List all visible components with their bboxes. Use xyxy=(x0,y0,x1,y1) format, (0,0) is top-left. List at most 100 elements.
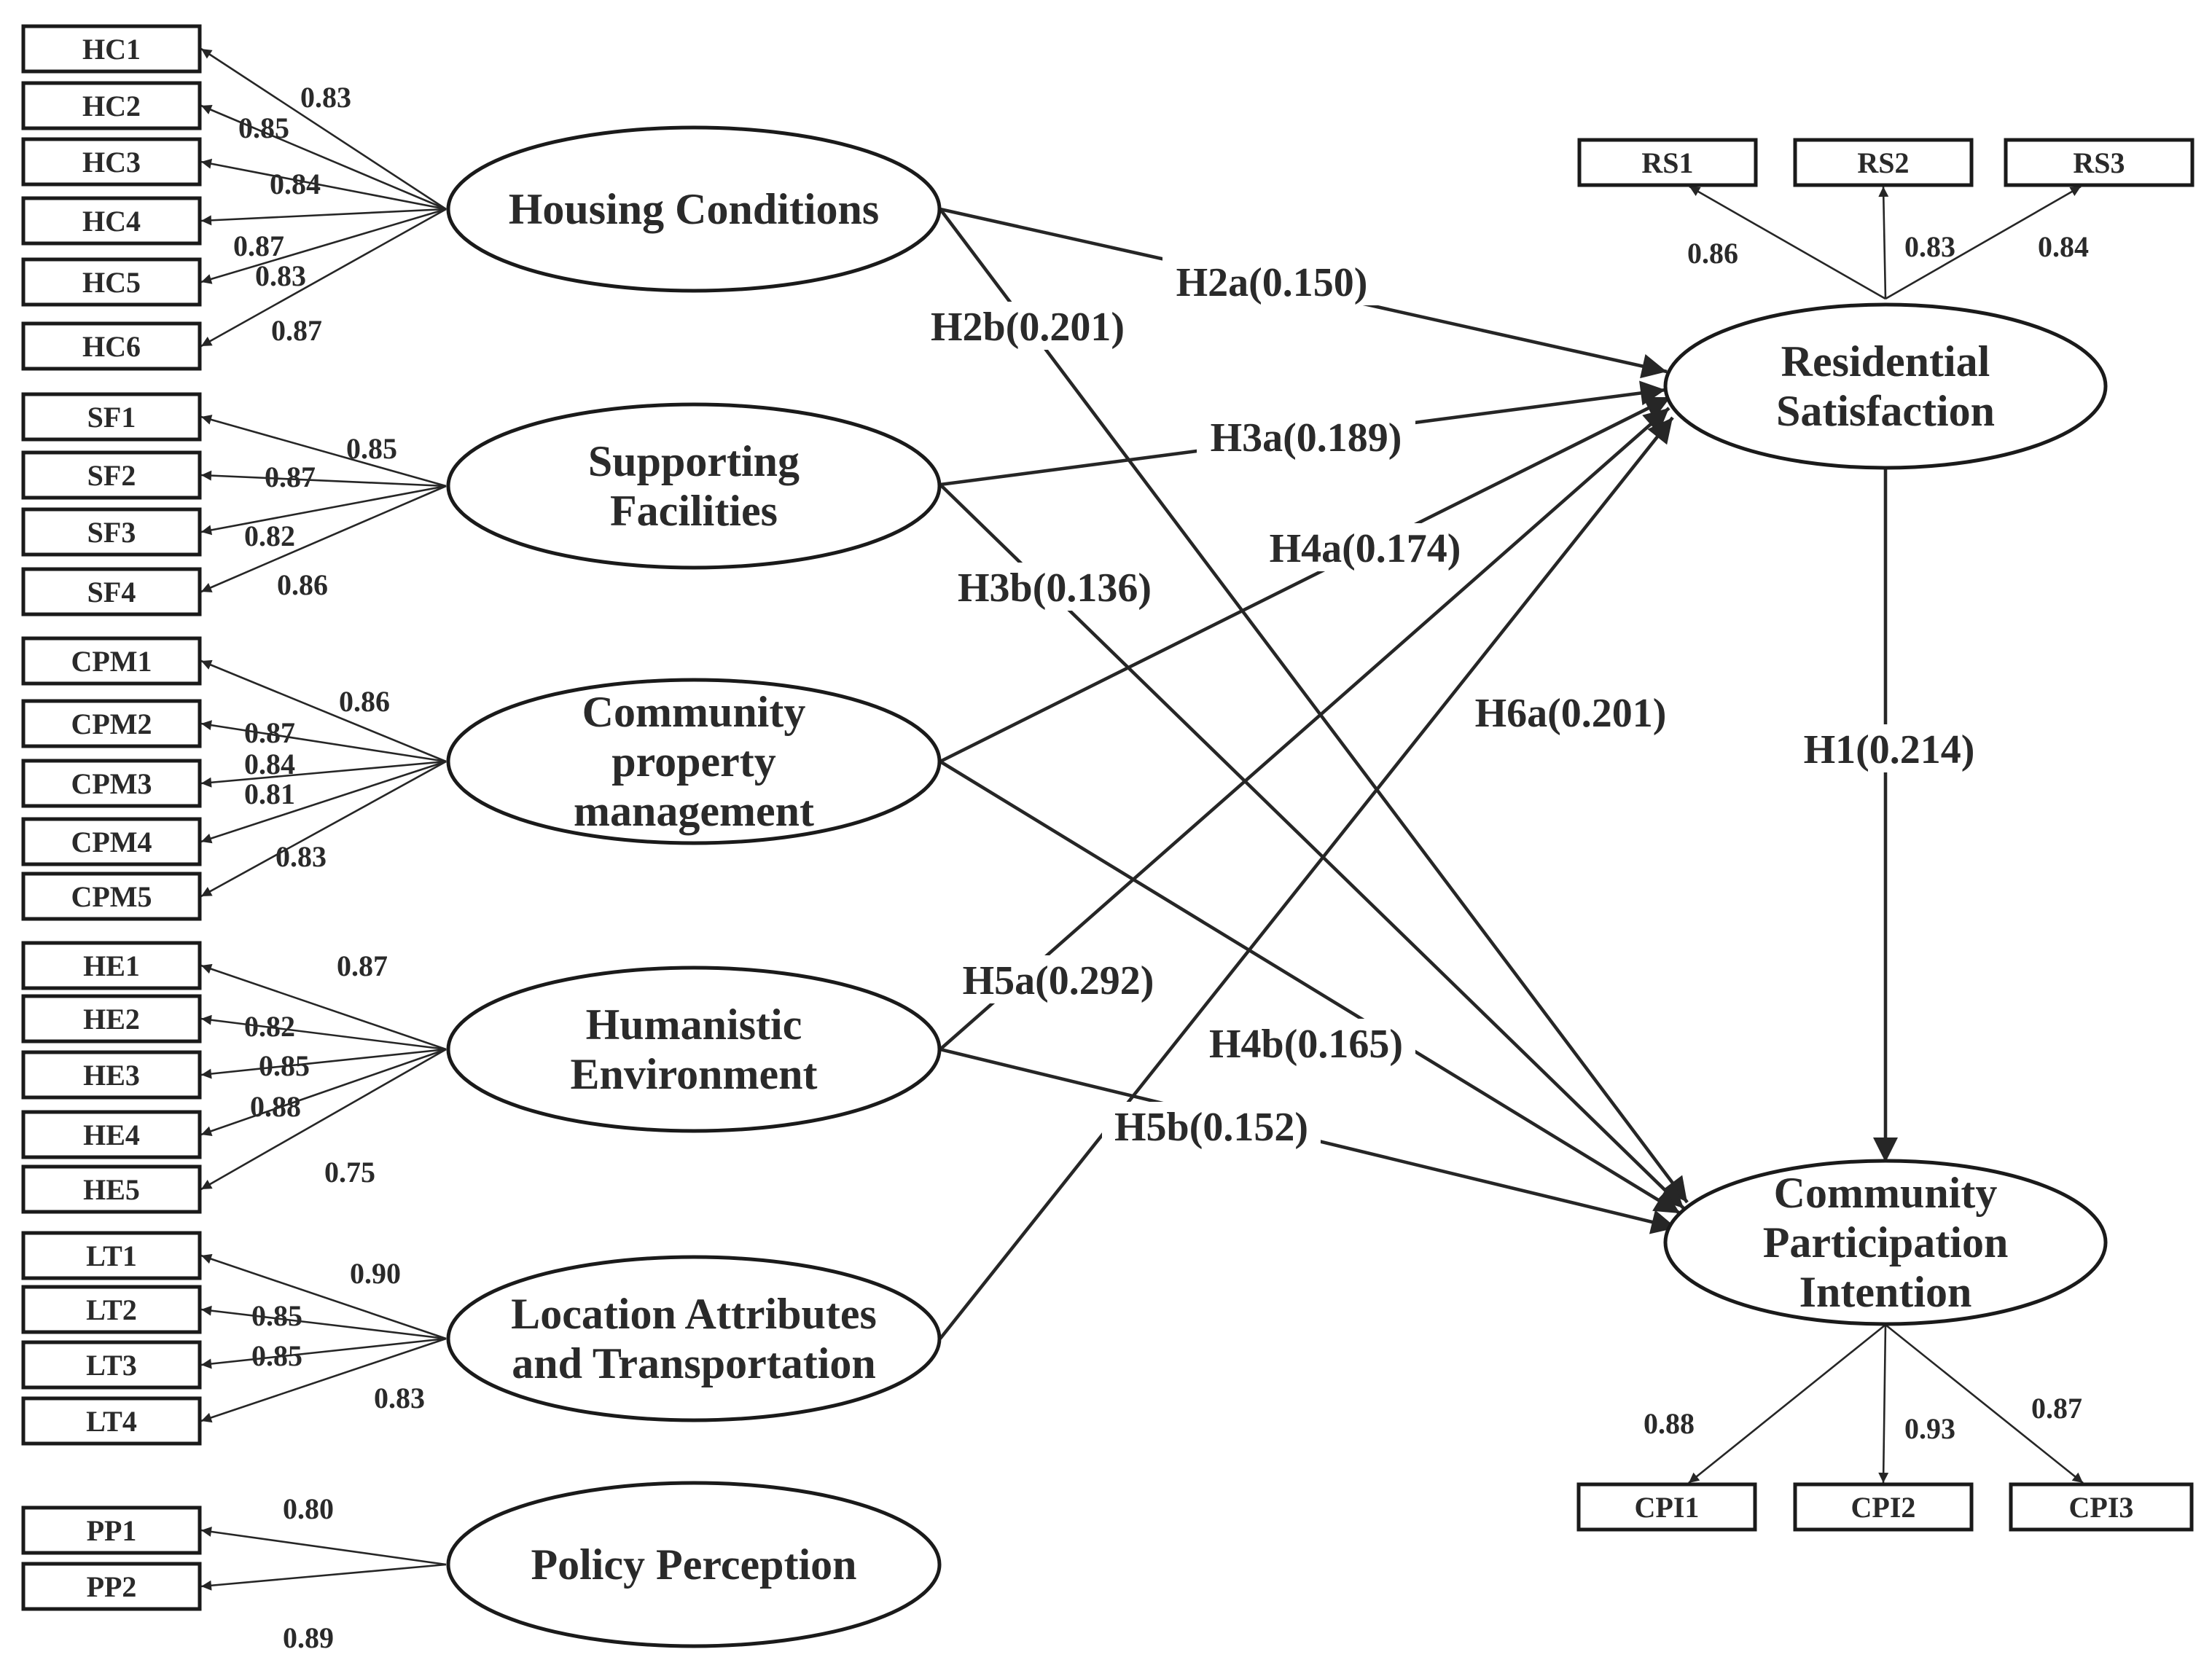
loading-value-cpi2: 0.93 xyxy=(1904,1412,1955,1445)
loading-value-he4: 0.88 xyxy=(250,1090,301,1123)
indicator-label-rs3: RS3 xyxy=(2073,146,2125,179)
path-label-background xyxy=(945,563,1164,611)
construct-label-cpm-line-2: property xyxy=(611,737,776,786)
indicator-box-he3 xyxy=(21,1050,202,1100)
construct-label-lt-line-2: and Transportation xyxy=(512,1339,876,1387)
indicator-box-rs1 xyxy=(1577,138,1758,187)
indicator-label-hc5: HC5 xyxy=(82,266,141,299)
loading-value-sf1: 0.85 xyxy=(346,432,397,465)
loading-arrow-hc2 xyxy=(200,104,447,211)
indicator-label-he3: HE3 xyxy=(83,1059,140,1092)
construct-label-cpi-line-2: Participation xyxy=(1763,1218,2009,1266)
indicator-label-cpi3: CPI3 xyxy=(2069,1491,2134,1524)
indicator-label-he4: HE4 xyxy=(83,1119,140,1151)
construct-ellipse-sf xyxy=(446,402,942,570)
path-label-background xyxy=(949,955,1168,1003)
loading-arrow-lt4 xyxy=(200,1337,447,1423)
loading-arrow-cpi2 xyxy=(1878,1324,1889,1484)
construct-ellipse-cpm xyxy=(446,678,942,845)
path-label-background xyxy=(1162,257,1381,305)
indicator-box-hc5 xyxy=(21,257,202,307)
construct-label-cpm-line-3: management xyxy=(574,787,814,835)
loading-value-he1: 0.87 xyxy=(337,949,388,982)
loading-value-cpm4: 0.81 xyxy=(244,778,295,810)
loading-arrow-he4 xyxy=(200,1048,447,1137)
indicator-box-sf2 xyxy=(21,450,202,500)
path-label-h4b: H4b(0.165) xyxy=(1209,1022,1403,1067)
loading-value-cpm2: 0.87 xyxy=(244,716,295,749)
indicator-label-cpi1: CPI1 xyxy=(1635,1491,1700,1524)
indicator-box-hc3 xyxy=(21,137,202,187)
indicator-label-sf3: SF3 xyxy=(87,516,136,549)
indicator-label-sf2: SF2 xyxy=(87,459,136,492)
loading-value-lt4: 0.83 xyxy=(374,1382,425,1414)
indicator-label-cpm5: CPM5 xyxy=(71,880,152,913)
path-label-h2a: H2a(0.150) xyxy=(1176,260,1368,305)
loading-value-sf2: 0.87 xyxy=(265,461,316,493)
loading-arrow-cpm2 xyxy=(200,720,447,763)
loading-value-lt2: 0.85 xyxy=(251,1299,302,1332)
loading-arrow-hc1 xyxy=(200,47,447,211)
loading-value-hc5: 0.83 xyxy=(255,259,306,292)
path-label-h6a: H6a(0.201) xyxy=(1475,691,1667,736)
indicator-box-hc2 xyxy=(21,81,202,130)
loading-arrow-hc5 xyxy=(200,208,447,284)
indicator-box-sf3 xyxy=(21,507,202,557)
loading-arrow-cpi3 xyxy=(1885,1323,2084,1484)
indicator-label-cpm1: CPM1 xyxy=(71,645,152,678)
construct-ellipse-cpi xyxy=(1663,1159,2108,1326)
path-arrow-h5a xyxy=(939,407,1670,1051)
loading-arrow-he2 xyxy=(200,1014,447,1051)
indicator-box-hc6 xyxy=(21,321,202,371)
indicator-label-hc4: HC4 xyxy=(82,205,141,238)
indicator-box-pp1 xyxy=(21,1505,202,1555)
loading-arrow-cpm4 xyxy=(200,760,447,844)
loading-arrow-rs2 xyxy=(1878,186,1889,299)
indicator-label-lt1: LT1 xyxy=(86,1240,137,1272)
loading-value-he2: 0.82 xyxy=(244,1010,295,1043)
loading-arrow-he1 xyxy=(200,963,447,1051)
loading-value-hc4: 0.87 xyxy=(233,230,284,262)
loading-arrow-rs3 xyxy=(1885,185,2082,300)
loading-arrow-cpm5 xyxy=(200,760,447,898)
indicator-label-cpm3: CPM3 xyxy=(71,767,152,800)
construct-label-lt-line-1: Location Attributes xyxy=(511,1290,877,1338)
indicator-label-sf1: SF1 xyxy=(87,401,136,434)
loading-value-rs1: 0.86 xyxy=(1687,237,1738,270)
loading-value-rs3: 0.84 xyxy=(2038,230,2089,263)
loading-arrow-sf4 xyxy=(200,485,447,593)
indicator-box-cpm3 xyxy=(21,759,202,808)
indicator-box-cpm5 xyxy=(21,872,202,921)
loading-value-hc6: 0.87 xyxy=(271,314,322,347)
loading-arrow-hc4 xyxy=(200,208,447,226)
loading-value-cpi3: 0.87 xyxy=(2031,1392,2082,1425)
loading-arrow-pp1 xyxy=(200,1527,447,1566)
indicator-box-cpm4 xyxy=(21,817,202,866)
indicator-label-hc6: HC6 xyxy=(82,330,141,363)
path-label-background xyxy=(1102,1102,1321,1150)
path-label-background xyxy=(1461,688,1680,736)
loading-value-he3: 0.85 xyxy=(259,1049,310,1082)
construct-ellipse-pp xyxy=(446,1481,942,1648)
path-label-background xyxy=(1197,412,1415,461)
loading-arrow-lt2 xyxy=(200,1305,447,1340)
indicator-box-rs3 xyxy=(2004,138,2195,187)
indicator-label-lt4: LT4 xyxy=(86,1405,137,1438)
indicator-box-he1 xyxy=(21,941,202,990)
loading-arrow-sf3 xyxy=(200,485,447,536)
path-label-h2b: H2b(0.201) xyxy=(931,305,1125,350)
construct-label-rs-line-1: Residential xyxy=(1781,337,1990,385)
construct-ellipse-rs xyxy=(1663,302,2108,470)
indicator-box-cpi1 xyxy=(1576,1482,1757,1532)
indicator-box-he4 xyxy=(21,1110,202,1159)
indicator-box-he2 xyxy=(21,994,202,1044)
loading-arrow-rs1 xyxy=(1689,185,1886,300)
path-label-h5a: H5a(0.292) xyxy=(963,958,1154,1003)
indicator-box-sf1 xyxy=(21,392,202,442)
indicator-label-pp2: PP2 xyxy=(87,1570,137,1603)
indicator-box-lt3 xyxy=(21,1340,202,1390)
path-label-h4a: H4a(0.174) xyxy=(1270,526,1461,571)
construct-label-sf-line-1: Supporting xyxy=(588,437,800,485)
loading-arrow-lt1 xyxy=(200,1253,447,1340)
loading-arrow-lt3 xyxy=(200,1337,447,1369)
